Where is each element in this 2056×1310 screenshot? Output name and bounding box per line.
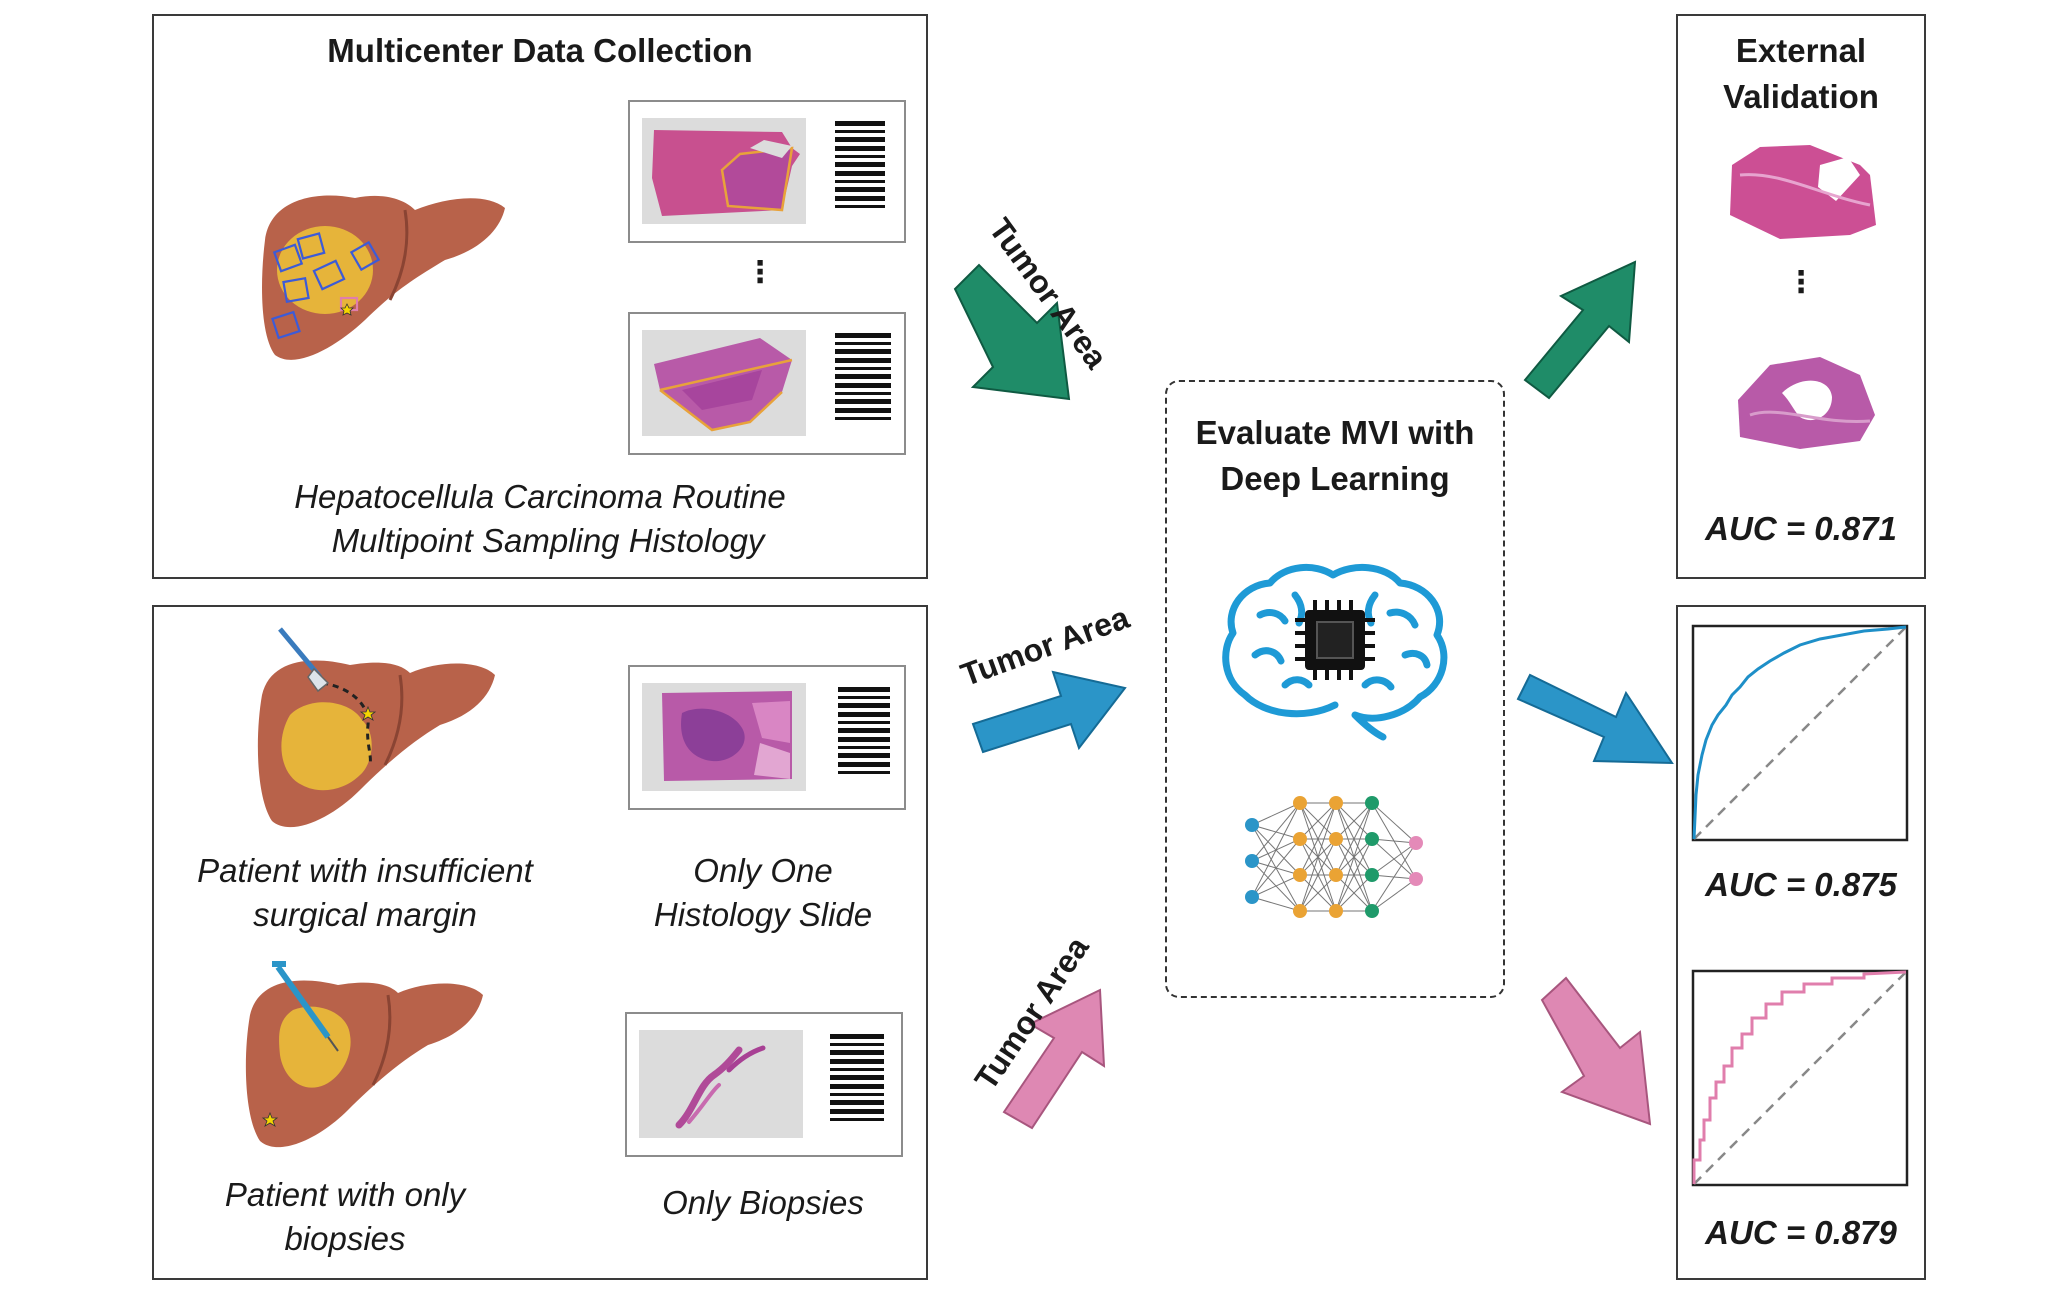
multicenter-title: Multicenter Data Collection: [327, 32, 753, 69]
case2-label-line1: Patient with only: [224, 1176, 466, 1213]
he-stain-slide-1: [652, 130, 800, 216]
external-validation-title-line1: External: [1735, 32, 1867, 69]
slide-ellipsis: ⋮: [745, 256, 775, 289]
validation-slide-1: [1730, 145, 1876, 239]
barcode-4: [830, 1034, 884, 1125]
deep-learning-box: [1165, 380, 1505, 998]
case1-label-line1: Patient with insufficient: [197, 852, 533, 889]
deep-learning-title-line2: Deep Learning: [1220, 460, 1450, 497]
brain-chip-icon: [1222, 563, 1448, 741]
case2-label-line2: biopsies: [284, 1220, 406, 1257]
barcode-2: [835, 333, 891, 424]
liver-surgical-margin-illustration: [257, 627, 495, 828]
slide1-label-line1: Only One: [693, 852, 833, 889]
slide2-label: Only Biopsies: [662, 1184, 864, 1221]
neural-network-icon: [1245, 796, 1423, 918]
blue-output-arrow: [1516, 673, 1674, 765]
barcode-1: [835, 121, 885, 212]
barcode-3: [838, 687, 890, 778]
auc-insufficient-margin: AUC = 0.875: [1705, 866, 1897, 903]
case1-label-line2: surgical margin: [253, 896, 477, 933]
blue-input-arrow: [971, 670, 1127, 754]
validation-slide-2: [1738, 357, 1875, 449]
pink-input-arrow: [1002, 988, 1106, 1130]
liver-sampling-illustration: [262, 195, 505, 360]
validation-ellipsis: ⋮: [1786, 266, 1816, 299]
multicenter-caption-line1: Hepatocellula Carcinoma Routine: [294, 478, 786, 515]
slide-4-image: [639, 1030, 803, 1138]
slide1-label-line2: Histology Slide: [653, 896, 873, 933]
auc-biopsies: AUC = 0.879: [1705, 1214, 1897, 1251]
external-validation-panel: [1676, 14, 1926, 579]
he-stain-slide-2: [654, 338, 793, 432]
biopsy-core-slide: [675, 1045, 766, 1129]
external-validation-title-line2: Validation: [1723, 78, 1879, 115]
roc-curve-chart-2: [1691, 969, 1909, 1187]
liver-biopsy-illustration: [245, 961, 483, 1148]
green-input-arrow: [953, 263, 1071, 401]
auc-external-validation: AUC = 0.871: [1705, 510, 1897, 547]
green-output-arrow: [1523, 260, 1637, 400]
roc-curve-chart-1: [1691, 624, 1909, 842]
multicenter-caption-line2: Multipoint Sampling Histology: [331, 522, 765, 559]
deep-learning-title-line1: Evaluate MVI with: [1195, 414, 1475, 451]
he-stain-slide-3: [662, 691, 792, 781]
pink-output-arrow: [1540, 976, 1652, 1126]
